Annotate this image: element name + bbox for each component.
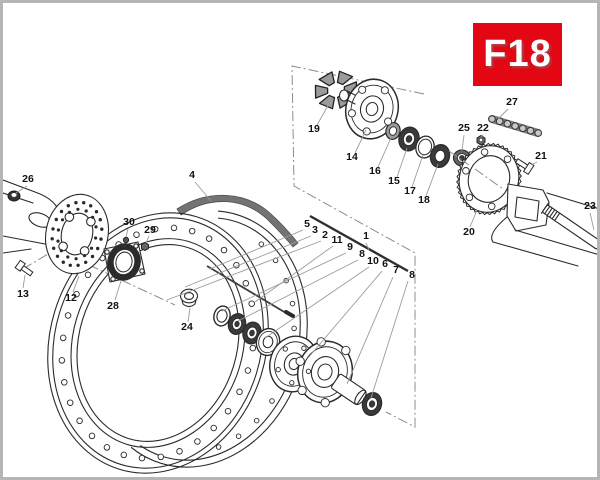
callout-label-30: 30	[123, 216, 135, 228]
callout-label-25: 25	[458, 122, 470, 134]
end-bearing	[361, 392, 383, 416]
rear-axle	[540, 202, 597, 250]
disc-holes	[50, 201, 104, 267]
callout-leader-9	[221, 252, 347, 312]
spacer-cap-24	[179, 288, 199, 308]
callout-label-12: 12	[65, 292, 77, 304]
bolt-13	[14, 259, 34, 277]
callout-leader-23	[589, 212, 595, 231]
rear-wheel-rim	[47, 212, 269, 474]
callout-leader-3	[184, 235, 312, 288]
callout-label-7: 7	[393, 264, 399, 276]
callout-leader-1	[365, 242, 370, 251]
spoke	[206, 265, 287, 314]
callout-label-13: 13	[17, 288, 29, 300]
callout-label-20: 20	[463, 226, 475, 238]
callout-label-28: 28	[107, 300, 119, 312]
callout-leader-6	[307, 270, 383, 359]
callout-label-27: 27	[506, 96, 518, 108]
callout-label-11: 11	[331, 234, 342, 246]
callout-leader-11	[254, 245, 334, 303]
carrier-stub	[338, 89, 356, 105]
callout-leader-28	[114, 280, 122, 301]
callout-leader-5	[209, 229, 304, 270]
callout-label-5: 5	[304, 218, 310, 230]
callout-leader-24	[187, 307, 191, 323]
callout-leader-25	[461, 134, 465, 152]
callout-leader-16	[377, 137, 392, 168]
callout-leader-19	[316, 103, 330, 126]
nut-29	[141, 241, 149, 252]
rim-band	[176, 194, 299, 248]
callout-label-8: 8	[359, 248, 365, 260]
callout-leader-30	[125, 228, 129, 238]
callout-label-19: 19	[308, 123, 320, 135]
hub-bearing-stack	[213, 305, 354, 404]
callout-leader-29	[145, 235, 150, 244]
callout-label-15: 15	[388, 175, 400, 187]
callout-leader-14	[354, 129, 367, 154]
grommet	[7, 190, 21, 202]
callout-leader-12	[72, 275, 80, 293]
spoke-nipple	[284, 310, 295, 318]
axle-tube	[331, 373, 367, 406]
callout-label-26: 26	[22, 173, 34, 185]
callout-leader-21	[530, 161, 538, 166]
exploded-parts-diagram: 2613122830294191416151718252227212023241…	[3, 65, 597, 474]
callout-label-6: 6	[382, 258, 388, 270]
callout-leader-7	[346, 276, 394, 385]
callout-leader-8	[370, 280, 409, 399]
callout-label-24: 24	[181, 321, 193, 333]
swingarm-right-end	[491, 183, 597, 267]
section-code-badge: F18	[473, 23, 562, 86]
callout-leader-15	[396, 147, 408, 178]
callout-label-14: 14	[346, 151, 358, 163]
callout-leader-4	[194, 181, 212, 202]
callout-label-29: 29	[144, 224, 156, 236]
seal-carrier	[103, 241, 146, 283]
chain-segment	[488, 115, 543, 137]
carrier-detail	[347, 85, 393, 136]
callout-leader-17	[411, 154, 424, 188]
brake-disc	[45, 193, 109, 275]
callout-label-2: 2	[322, 229, 328, 241]
callout-label-21: 21	[535, 150, 547, 162]
callout-leader-10	[264, 266, 370, 339]
callout-leader-20	[469, 209, 478, 228]
disc-axis-line	[22, 238, 74, 270]
screw-30	[122, 236, 130, 249]
callout-leader-13	[22, 274, 26, 289]
callout-label-3: 3	[312, 224, 318, 236]
callout-label-9: 9	[347, 241, 353, 253]
callout-leader-18	[425, 163, 439, 197]
callout-leader-22	[480, 134, 484, 138]
callout-label-10: 10	[367, 255, 379, 267]
callout-label-22: 22	[477, 122, 489, 134]
carrier-axis-line	[88, 264, 176, 306]
callout-label-1: 1	[363, 230, 369, 242]
bolt-21	[514, 158, 535, 176]
callout-label-16: 16	[369, 165, 381, 177]
callout-label-8: 8	[409, 269, 415, 281]
callout-label-23: 23	[584, 200, 596, 212]
callout-label-17: 17	[404, 185, 416, 197]
callout-leader-8	[237, 259, 359, 322]
callout-leader-27	[497, 108, 509, 120]
wheel-group-line	[309, 214, 409, 273]
callout-leader-2	[166, 240, 322, 301]
assembly-zone-boundary	[291, 65, 425, 428]
callout-leader-26	[15, 185, 28, 194]
callout-label-18: 18	[418, 194, 430, 206]
callout-label-4: 4	[189, 169, 195, 181]
